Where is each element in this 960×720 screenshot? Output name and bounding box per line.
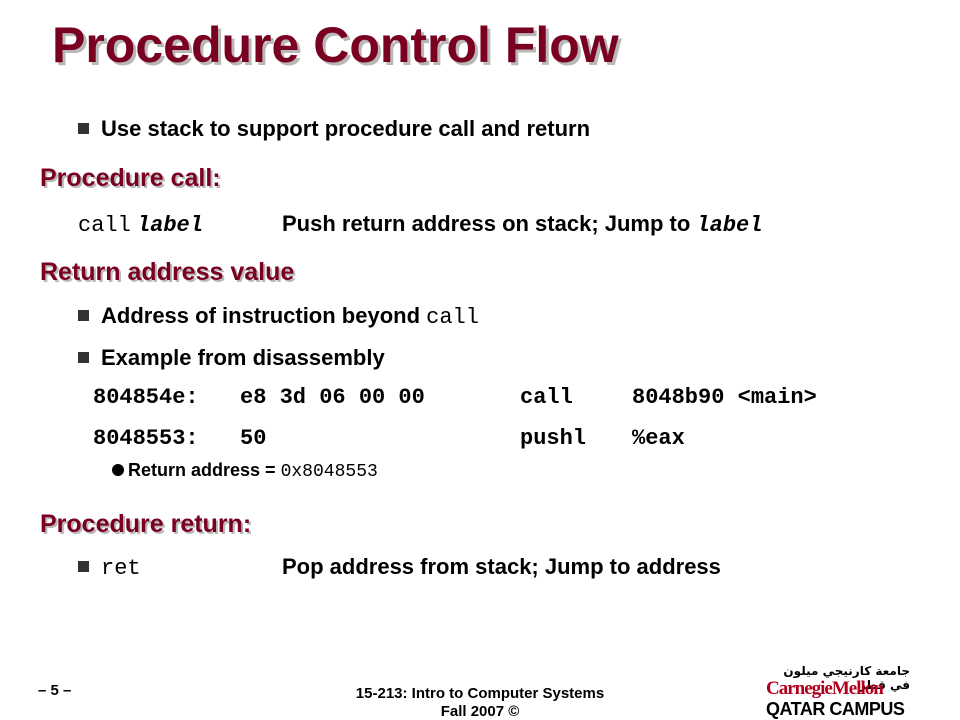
call-instruction-line: call label bbox=[78, 211, 203, 238]
ret-instr: ret bbox=[101, 556, 141, 581]
intro-bullet-text: Use stack to support procedure call and … bbox=[101, 116, 591, 141]
address-beyond-bullet: Address of instruction beyond call bbox=[78, 303, 479, 330]
return-address-text: Return address = bbox=[128, 460, 276, 480]
disassembly-bullet-text: Example from disassembly bbox=[101, 345, 385, 370]
logo-arabic: جامعة كارنيجي ميلون في قطر bbox=[783, 664, 910, 692]
procedure-return-heading: Procedure return: bbox=[40, 510, 252, 538]
disasm-op: call bbox=[520, 385, 573, 410]
square-bullet-icon bbox=[78, 310, 89, 321]
address-beyond-code: call bbox=[426, 305, 479, 330]
round-bullet-icon bbox=[112, 464, 124, 476]
return-address-heading: Return address value bbox=[40, 258, 295, 286]
return-address-sub-bullet: Return address = 0x8048553 bbox=[112, 460, 378, 482]
disasm-args: %eax bbox=[632, 426, 685, 451]
call-instr: call bbox=[78, 213, 131, 238]
disassembly-bullet: Example from disassembly bbox=[78, 345, 385, 371]
disasm-args: 8048b90 <main> bbox=[632, 385, 817, 410]
disasm-bytes: e8 3d 06 00 00 bbox=[240, 385, 425, 410]
procedure-call-heading: Procedure call: bbox=[40, 164, 221, 192]
logo-name: CarnegieMellon bbox=[766, 678, 884, 699]
disasm-addr: 8048553: bbox=[93, 426, 199, 451]
cmu-qatar-logo: جامعة كارنيجي ميلون في قطر CarnegieMello… bbox=[760, 664, 910, 720]
call-desc-operand: label bbox=[696, 213, 763, 238]
slide-title: Procedure Control Flow bbox=[52, 17, 619, 73]
square-bullet-icon bbox=[78, 561, 89, 572]
disasm-bytes: 50 bbox=[240, 426, 267, 451]
disasm-addr: 804854e: bbox=[93, 385, 199, 410]
disasm-row: 804854e: bbox=[93, 385, 199, 410]
disasm-op: pushl bbox=[520, 426, 587, 451]
call-desc-text: Push return address on stack; Jump to bbox=[282, 211, 691, 236]
address-beyond-text: Address of instruction beyond bbox=[101, 303, 421, 328]
disasm-row: 8048553: bbox=[93, 426, 199, 451]
ret-bullet: ret bbox=[78, 554, 141, 581]
return-address-code: 0x8048553 bbox=[280, 462, 378, 482]
ret-description: Pop address from stack; Jump to address bbox=[282, 554, 721, 579]
square-bullet-icon bbox=[78, 123, 89, 134]
course-term: Fall 2007 © bbox=[440, 703, 520, 720]
square-bullet-icon bbox=[78, 352, 89, 363]
course-name: 15-213: Intro to Computer Systems bbox=[355, 685, 605, 702]
call-description: Push return address on stack; Jump to la… bbox=[282, 211, 762, 238]
call-operand: label bbox=[136, 213, 203, 238]
logo-campus: QATAR CAMPUS bbox=[766, 699, 905, 719]
intro-bullet: Use stack to support procedure call and … bbox=[78, 116, 590, 142]
page-number: – 5 – bbox=[38, 682, 72, 699]
